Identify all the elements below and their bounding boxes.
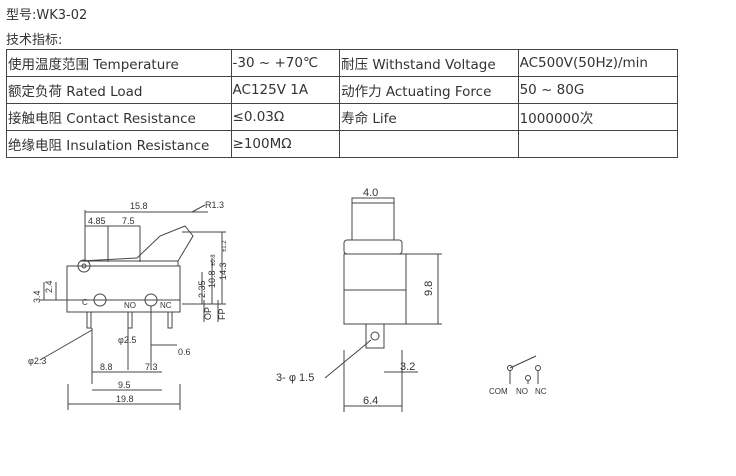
dim-15-8: 15.8: [130, 201, 148, 211]
dim-4-0: 4.0: [363, 187, 378, 199]
table-row: 绝缘电阻 Insulation Resistance ≥100MΩ: [6, 130, 679, 158]
dim-3-4: 3.4: [32, 290, 42, 303]
model-number: 型号:WK3-02: [6, 8, 88, 23]
dim-8-8: 8.8: [100, 362, 113, 372]
dim-holes: 3- φ 1.5: [276, 372, 314, 384]
dim-4-85: 4.85: [88, 216, 106, 226]
dim-10-8-tol: ±0.8: [211, 254, 217, 266]
spec-cell: AC125V 1A: [230, 76, 341, 104]
dim-phi-2-5: φ2.5: [118, 335, 136, 345]
table-row: 额定负荷 Rated Load AC125V 1A 动作力 Actuating …: [6, 76, 679, 104]
dim-7-3: 7.3: [145, 362, 158, 372]
dim-2-35: 2.35: [197, 280, 207, 298]
terminal-nc-label: NC: [160, 301, 172, 310]
switch-side-view: [39, 204, 226, 410]
dim-2-4: 2.4: [44, 280, 54, 293]
schematic-no-label: NO: [516, 387, 528, 396]
spec-cell: AC500V(50Hz)/min: [517, 49, 679, 77]
terminal-c-label: C: [82, 298, 88, 307]
label-op: OP: [203, 307, 213, 320]
spec-cell: [339, 130, 519, 158]
dim-3-2: 3.2: [400, 361, 415, 373]
spec-cell: 使用温度范围 Temperature: [6, 49, 232, 77]
dim-phi-2-3: φ2.3: [28, 356, 46, 366]
spec-table: 使用温度范围 Temperature -30 ~ +70℃ 耐压 Withsta…: [6, 49, 679, 158]
dim-0-6: 0.6: [178, 347, 191, 357]
spec-cell: 耐压 Withstand Voltage: [339, 49, 519, 77]
dim-9-8: 9.8: [423, 281, 435, 296]
dim-9-5: 9.5: [118, 380, 131, 390]
spec-cell: ≤0.03Ω: [230, 103, 341, 131]
dim-10-8: 10.8: [207, 270, 217, 288]
dim-7-5: 7.5: [122, 216, 135, 226]
dim-14-3-tol: ±1.2: [222, 240, 228, 252]
schematic-nc-label: NC: [535, 387, 547, 396]
terminal-no-label: NO: [124, 301, 136, 310]
label-fp: FP: [217, 308, 227, 320]
switch-front-view: [324, 197, 442, 412]
spec-cell: [517, 130, 679, 158]
spec-cell: ≥100MΩ: [230, 130, 341, 158]
contact-schematic: [507, 355, 541, 384]
spec-cell: 绝缘电阻 Insulation Resistance: [6, 130, 232, 158]
spec-cell: 接触电阻 Contact Resistance: [6, 103, 232, 131]
table-row: 使用温度范围 Temperature -30 ~ +70℃ 耐压 Withsta…: [6, 49, 679, 77]
tech-spec-label: 技术指标:: [6, 33, 63, 48]
dim-19-8: 19.8: [116, 394, 134, 404]
dim-14-3: 14.3: [218, 262, 228, 280]
dim-6-4: 6.4: [363, 395, 378, 407]
dim-r1-3: R1.3: [205, 200, 224, 210]
spec-cell: 50 ~ 80G: [517, 76, 679, 104]
spec-cell: 动作力 Actuating Force: [339, 76, 519, 104]
schematic-com-label: COM: [489, 387, 508, 396]
spec-cell: 额定负荷 Rated Load: [6, 76, 232, 104]
